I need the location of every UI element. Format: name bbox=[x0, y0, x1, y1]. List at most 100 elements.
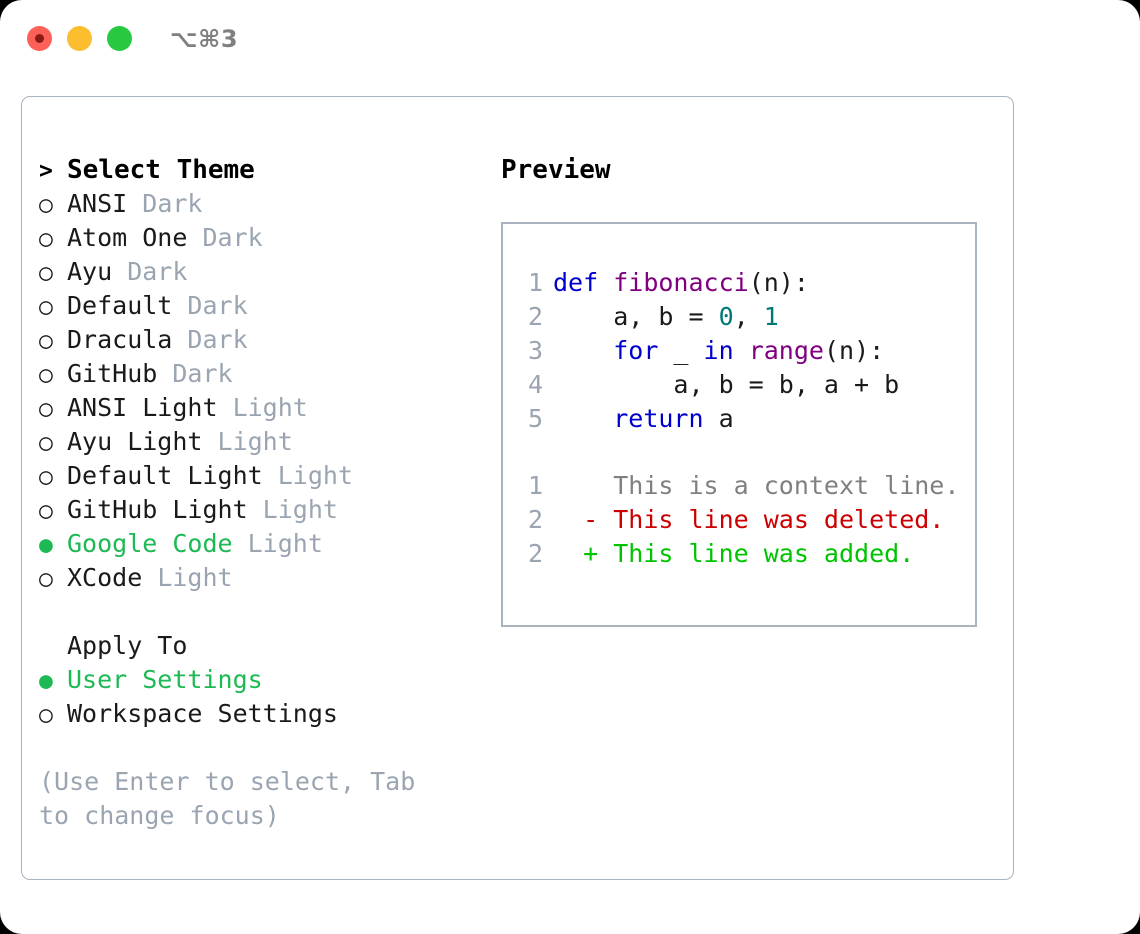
apply-to-header: Apply To bbox=[39, 629, 479, 663]
theme-kind-badge: Light bbox=[262, 461, 353, 490]
code-token bbox=[553, 404, 613, 433]
theme-list-item[interactable]: ○ XCode Light bbox=[39, 561, 479, 595]
radio-unselected-icon: ○ bbox=[39, 192, 53, 218]
diff-text: This line was deleted. bbox=[613, 505, 945, 534]
line-number: 3 bbox=[527, 336, 543, 365]
theme-list-item[interactable]: ○ANSI Light Light bbox=[39, 391, 479, 425]
apply-to-option-label: Workspace Settings bbox=[67, 699, 338, 728]
theme-kind-badge: Light bbox=[217, 393, 308, 422]
radio-unselected-icon: ○ bbox=[39, 498, 53, 524]
diff-line: 2 - This line was deleted. bbox=[515, 503, 959, 537]
preview-title: Preview bbox=[501, 155, 611, 185]
diff-sign bbox=[553, 471, 613, 500]
theme-list-item[interactable]: ○GitHub Dark bbox=[39, 357, 479, 391]
radio-unselected-icon: ○ bbox=[39, 226, 53, 252]
theme-picker-column: >Select Theme ○ANSI Dark○Atom One Dark○A… bbox=[39, 153, 479, 833]
code-token: range bbox=[748, 336, 824, 365]
theme-picker-header: >Select Theme bbox=[39, 153, 479, 187]
keyboard-hint-text: (Use Enter to select, Tab to change focu… bbox=[39, 767, 416, 830]
theme-kind-badge: Dark bbox=[157, 359, 233, 388]
theme-list-item[interactable]: ○ANSI Dark bbox=[39, 187, 479, 221]
code-token: 1 bbox=[763, 302, 779, 331]
theme-name: Ayu bbox=[67, 257, 113, 286]
line-number: 5 bbox=[527, 404, 543, 433]
apply-to-options: ● User Settings ○Workspace Settings bbox=[39, 663, 479, 731]
code-token: a, b = b, a + b bbox=[553, 370, 900, 399]
theme-kind-badge: Light bbox=[202, 427, 293, 456]
diff-line: 2 + This line was added. bbox=[515, 537, 959, 571]
line-number: 2 bbox=[527, 302, 543, 331]
theme-list-item[interactable]: ○ GitHub Light Light bbox=[39, 493, 479, 527]
apply-to-option-label: User Settings bbox=[67, 665, 263, 694]
radio-unselected-icon: ○ bbox=[39, 260, 53, 286]
theme-name: Google Code bbox=[67, 529, 233, 558]
theme-list-item[interactable]: ○ Atom One Dark bbox=[39, 221, 479, 255]
radio-unselected-icon: ○ bbox=[39, 362, 53, 388]
content-panel: >Select Theme ○ANSI Dark○Atom One Dark○A… bbox=[21, 96, 1014, 880]
theme-kind-badge: Dark bbox=[112, 257, 188, 286]
theme-kind-badge: Light bbox=[142, 563, 233, 592]
title-bar: ⌥⌘3 bbox=[0, 0, 1140, 78]
apply-to-option[interactable]: ○Workspace Settings bbox=[39, 697, 479, 731]
radio-unselected-icon: ○ bbox=[39, 430, 53, 456]
code-token bbox=[553, 336, 613, 365]
diff-text: This line was added. bbox=[613, 539, 915, 568]
line-number: 1 bbox=[527, 268, 543, 297]
diff-sign: - bbox=[553, 505, 614, 534]
theme-list-item[interactable]: ○ Default Dark bbox=[39, 289, 479, 323]
code-line: 4 a, b = b, a + b bbox=[515, 368, 899, 402]
code-token: a bbox=[703, 404, 734, 433]
theme-name: Default bbox=[67, 291, 173, 320]
theme-name: XCode bbox=[67, 563, 143, 592]
code-token: _ bbox=[658, 336, 704, 365]
theme-list-item[interactable]: ○Dracula Dark bbox=[39, 323, 479, 357]
line-number: 2 bbox=[527, 505, 543, 534]
theme-list-item[interactable]: ● Google Code Light bbox=[39, 527, 479, 561]
theme-name: Ayu Light bbox=[67, 427, 203, 456]
maximize-button[interactable] bbox=[107, 26, 132, 51]
code-token: a, b = bbox=[553, 302, 719, 331]
diff-line: 1 This is a context line. bbox=[515, 469, 959, 503]
theme-name: GitHub Light bbox=[67, 495, 248, 524]
apply-to-title: Apply To bbox=[67, 631, 188, 660]
radio-unselected-icon: ○ bbox=[39, 294, 53, 320]
theme-kind-badge: Dark bbox=[187, 223, 263, 252]
code-token: , bbox=[733, 302, 764, 331]
diff-sign: + bbox=[553, 539, 614, 568]
theme-name: Dracula bbox=[67, 325, 173, 354]
theme-name: Default Light bbox=[67, 461, 263, 490]
radio-unselected-icon: ○ bbox=[39, 566, 53, 592]
line-number: 4 bbox=[527, 370, 543, 399]
code-token: 0 bbox=[718, 302, 734, 331]
close-icon bbox=[35, 34, 44, 43]
theme-kind-badge: Light bbox=[232, 529, 323, 558]
keyboard-shortcut-label: ⌥⌘3 bbox=[170, 25, 239, 53]
radio-selected-icon: ● bbox=[39, 668, 53, 694]
code-token bbox=[734, 336, 749, 365]
code-line: 3 for _ in range(n): bbox=[515, 334, 899, 368]
code-token: (n): bbox=[748, 268, 809, 297]
list-spacer bbox=[39, 595, 479, 629]
apply-to-option[interactable]: ● User Settings bbox=[39, 663, 479, 697]
theme-kind-badge: Dark bbox=[127, 189, 203, 218]
theme-list-item[interactable]: ○ Ayu Light Light bbox=[39, 425, 479, 459]
theme-kind-badge: Dark bbox=[172, 325, 248, 354]
diff-text: This is a context line. bbox=[613, 471, 960, 500]
page-title: Select Theme bbox=[67, 155, 255, 185]
radio-selected-icon: ● bbox=[39, 532, 53, 558]
theme-kind-badge: Dark bbox=[172, 291, 248, 320]
theme-list-item[interactable]: ○ Default Light Light bbox=[39, 459, 479, 493]
radio-unselected-icon: ○ bbox=[39, 464, 53, 490]
theme-list-item[interactable]: ○ Ayu Dark bbox=[39, 255, 479, 289]
code-token: for bbox=[613, 336, 659, 365]
theme-name: Atom One bbox=[67, 223, 188, 252]
minimize-button[interactable] bbox=[67, 26, 92, 51]
theme-name: ANSI Light bbox=[67, 393, 218, 422]
theme-kind-badge: Light bbox=[247, 495, 338, 524]
code-token: (n): bbox=[823, 336, 885, 365]
line-number: 2 bbox=[527, 539, 543, 568]
